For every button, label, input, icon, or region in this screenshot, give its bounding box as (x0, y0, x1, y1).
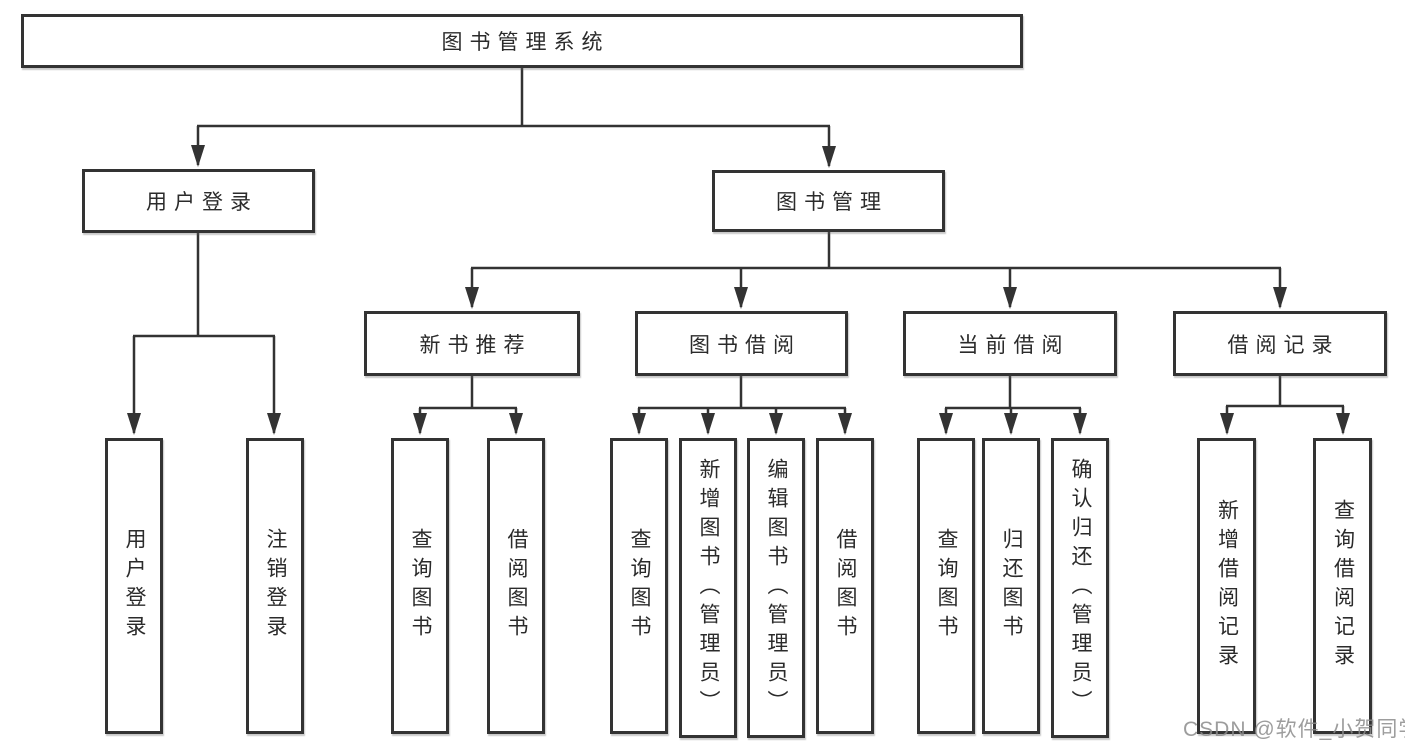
node-label: 新增借阅记录 (1215, 499, 1239, 673)
leaf-borrow-borrow-books: 借阅图书 (816, 438, 874, 734)
node-label: 图书管理 (776, 191, 888, 214)
node-label: 新书推荐 (419, 333, 532, 357)
node-label: 用户登录 (123, 528, 146, 644)
node-label: 查询图书 (409, 528, 432, 644)
leaf-user-login: 用户登录 (105, 438, 163, 734)
node-new-book-recommend: 新书推荐 (364, 311, 580, 376)
leaf-current-return-books: 归还图书 (982, 438, 1040, 734)
leaf-newrec-query-books: 查询图书 (391, 438, 449, 734)
node-label: 用户登录 (146, 191, 258, 214)
leaf-borrow-edit-books-admin: 编辑图书（管理员） (747, 438, 805, 738)
leaf-records-query-record: 查询借阅记录 (1313, 438, 1372, 734)
leaf-records-add-record: 新增借阅记录 (1197, 438, 1256, 734)
node-current-borrowing: 当前借阅 (903, 311, 1117, 376)
node-label: 查询图书 (935, 528, 958, 644)
node-user-login: 用户登录 (82, 169, 315, 233)
leaf-current-confirm-return-admin: 确认归还（管理员） (1051, 438, 1109, 738)
node-label: 编辑图书（管理员） (765, 457, 788, 719)
leaf-borrow-query-books: 查询图书 (610, 438, 668, 734)
node-label: 图书管理系统 (441, 31, 610, 54)
node-label: 确认归还（管理员） (1069, 457, 1092, 719)
node-label: 归还图书 (1000, 528, 1023, 644)
node-book-borrowing: 图书借阅 (635, 311, 848, 376)
csdn-watermark: CSDN @软件_小贺同学 (1183, 718, 1405, 741)
node-book-management: 图书管理 (712, 170, 945, 232)
node-label: 新增图书（管理员） (697, 457, 720, 719)
node-label: 查询借阅记录 (1331, 499, 1355, 673)
node-label: 查询图书 (628, 528, 651, 644)
leaf-logout: 注销登录 (246, 438, 304, 734)
node-label: 借阅图书 (834, 528, 857, 644)
node-label: 借阅记录 (1227, 333, 1340, 357)
node-label: 注销登录 (264, 528, 287, 644)
leaf-borrow-add-books-admin: 新增图书（管理员） (679, 438, 737, 738)
leaf-newrec-borrow-books: 借阅图书 (487, 438, 545, 734)
node-label: 当前借阅 (957, 333, 1070, 357)
node-borrowing-records: 借阅记录 (1173, 311, 1387, 376)
node-root: 图书管理系统 (21, 14, 1023, 68)
node-label: 借阅图书 (505, 528, 528, 644)
node-label: 图书借阅 (689, 333, 801, 357)
leaf-current-query-books: 查询图书 (917, 438, 975, 734)
